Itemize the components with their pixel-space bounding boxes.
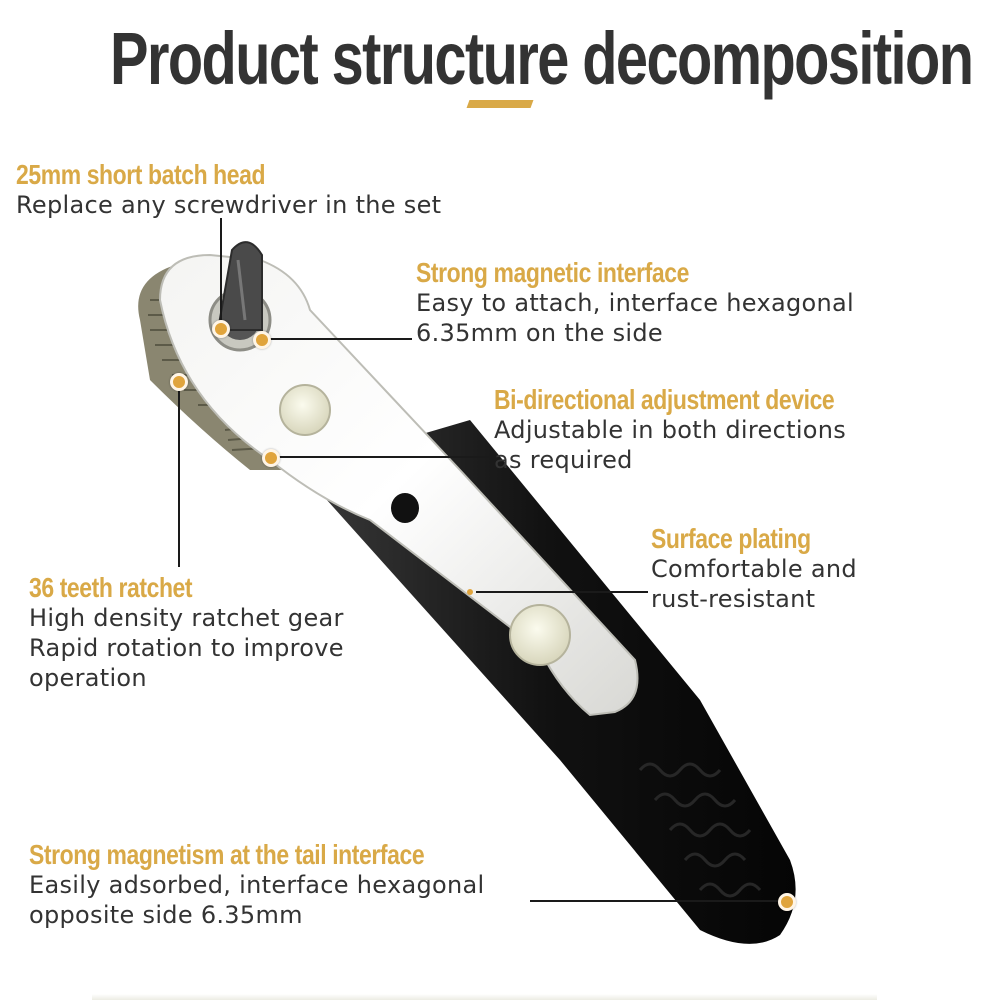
marker-dot-ratchet	[170, 373, 188, 391]
callout-heading: 36 teeth ratchet	[29, 572, 193, 603]
leader-line-batch-head	[220, 218, 222, 328]
callout-text: Easily adsorbed, interface hexagonal	[29, 871, 485, 899]
marker-dot-batch-head	[212, 320, 230, 338]
callout-text: 6.35mm on the side	[416, 319, 663, 347]
callout-ratchet: 36 teeth ratchet High density ratchet ge…	[29, 573, 344, 693]
callout-heading: 25mm short batch head	[16, 159, 266, 190]
callout-text: Replace any screwdriver in the set	[16, 191, 442, 219]
callout-text: as required	[494, 446, 633, 474]
callout-text: Easy to attach, interface hexagonal	[416, 289, 854, 317]
page-title: Product structure decomposition	[110, 17, 974, 100]
marker-dot-tail	[778, 893, 796, 911]
callout-text: operation	[29, 664, 147, 692]
callout-magnetic-interface: Strong magnetic interface Easy to attach…	[416, 258, 854, 348]
callout-text: rust-resistant	[651, 585, 816, 613]
marker-dot-bidirectional	[262, 449, 280, 467]
callout-heading: Surface plating	[651, 523, 811, 554]
callout-text: Comfortable and	[651, 555, 857, 583]
callout-text: Rapid rotation to improve	[29, 634, 344, 662]
leader-line-surface-plating	[476, 591, 648, 593]
callout-text: High density ratchet gear	[29, 604, 344, 632]
callout-tail-interface: Strong magnetism at the tail interface E…	[29, 840, 511, 930]
callout-heading: Strong magnetism at the tail interface	[29, 839, 425, 870]
callout-heading: Bi-directional adjustment device	[494, 384, 835, 415]
leader-line-magnetic-interface	[268, 338, 412, 340]
leader-line-tail	[530, 900, 782, 902]
marker-dot-surface-plating	[467, 589, 473, 595]
callout-surface-plating: Surface plating Comfortable and rust-res…	[651, 524, 857, 614]
callout-text: opposite side 6.35mm	[29, 901, 303, 929]
marker-dot-magnetic-interface	[253, 331, 271, 349]
callout-batch-head: 25mm short batch head Replace any screwd…	[16, 160, 441, 220]
leader-line-ratchet	[178, 380, 180, 567]
bottom-edge	[92, 994, 877, 1000]
callout-heading: Strong magnetic interface	[416, 257, 689, 288]
callout-text: Adjustable in both directions	[494, 416, 847, 444]
leader-line-bidirectional	[272, 456, 492, 458]
callout-bidirectional: Bi-directional adjustment device Adjusta…	[494, 385, 909, 475]
